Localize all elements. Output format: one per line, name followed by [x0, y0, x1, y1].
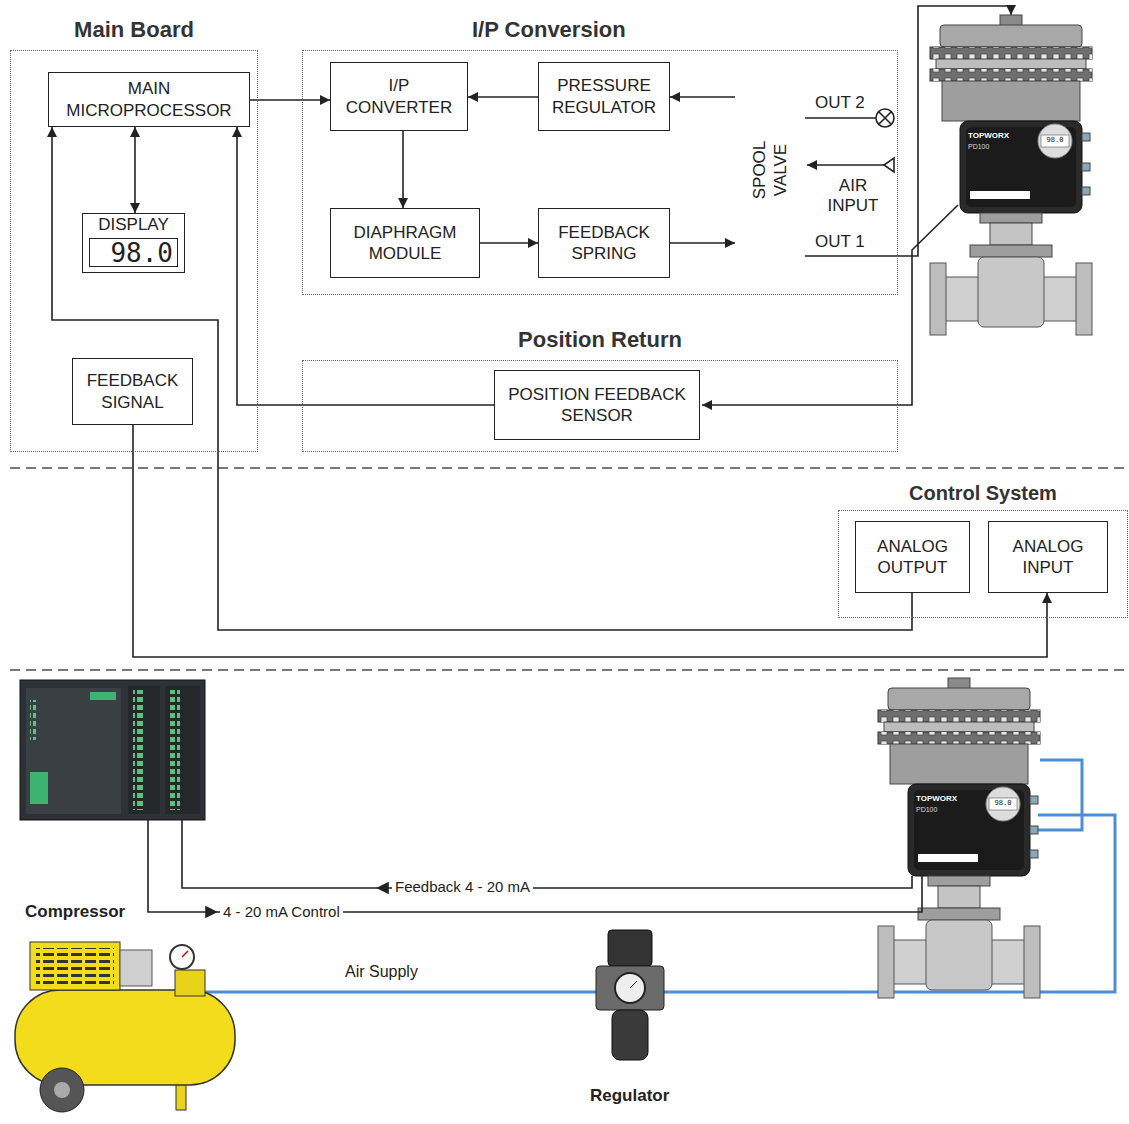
- line-label: Air Supply: [345, 962, 418, 981]
- process-box: FEEDBACK SIGNAL: [72, 358, 193, 425]
- air-compressor: [36, 948, 114, 984]
- section-divider: [10, 467, 1125, 469]
- air-regulator: [615, 973, 645, 1003]
- signal-wires: [148, 820, 922, 912]
- plc-controller: [26, 688, 121, 814]
- plc-controller: [165, 686, 200, 814]
- port-label: OUT 2: [815, 93, 865, 113]
- signal-arrow: [133, 425, 1047, 657]
- box-label: PRESSURE REGULATOR: [543, 75, 665, 118]
- plc-controller: [90, 692, 116, 700]
- process-box: ANALOG OUTPUT: [855, 521, 970, 593]
- region-title: Control System: [838, 478, 1128, 508]
- air-supply-line: [205, 991, 596, 994]
- process-box: DIAPHRAGM MODULE: [330, 208, 480, 278]
- display-box: DISPLAY 98.0: [82, 213, 185, 273]
- process-box: MAIN MICROPROCESSOR: [48, 72, 250, 127]
- air-regulator: [612, 1010, 648, 1060]
- signal-arrow: [250, 99, 330, 101]
- port-label: OUT 1: [815, 232, 865, 252]
- air-regulator: [596, 930, 664, 1060]
- model-label: PD100: [916, 806, 937, 814]
- air-regulator: [630, 981, 637, 988]
- signal-arrow: [670, 96, 735, 98]
- process-box: PRESSURE REGULATOR: [538, 62, 670, 131]
- signal-wires: [182, 820, 912, 888]
- box-label: FEEDBACK SPRING: [543, 222, 665, 265]
- air-compressor: [15, 990, 235, 1085]
- signal-arrow: [237, 127, 494, 405]
- port-lines: [807, 164, 884, 166]
- region-title: Main Board: [10, 15, 258, 45]
- plc-controller: [20, 680, 205, 820]
- air-regulator: [596, 966, 664, 1010]
- box-label: I/P CONVERTER: [335, 75, 463, 118]
- port-lines: [876, 109, 894, 127]
- region-panel: I/P ConversionI/P CONVERTER PRESSURE REGU…: [302, 15, 898, 295]
- display-reading: 98.0: [1041, 136, 1069, 144]
- box-label: SPOOL VALVE: [749, 115, 792, 225]
- model-label: PD100: [968, 143, 989, 151]
- region-title: Position Return: [302, 325, 898, 355]
- equipment-label: Compressor: [25, 902, 125, 922]
- section-divider: [10, 669, 1125, 671]
- port-label: AIR INPUT: [822, 176, 884, 217]
- air-compressor: [120, 950, 152, 986]
- box-label: ANALOG OUTPUT: [860, 536, 965, 579]
- signal-arrow: [402, 131, 404, 208]
- air-compressor: [54, 1082, 70, 1098]
- signal-label: 4 - 20 mA Control: [220, 903, 343, 921]
- signal-label: Feedback 4 - 20 mA: [392, 878, 533, 896]
- display-caption: DISPLAY: [83, 215, 184, 235]
- box-label: MAIN MICROPROCESSOR: [53, 78, 245, 121]
- air-compressor: [182, 951, 188, 957]
- signal-arrow: [52, 127, 912, 630]
- plc-controller: [133, 690, 143, 810]
- air-compressor: [30, 942, 120, 990]
- control-valve: [878, 678, 1040, 998]
- box-label: FEEDBACK SIGNAL: [77, 370, 188, 413]
- port-lines: [805, 117, 876, 119]
- box-label: DIAPHRAGM MODULE: [335, 222, 475, 265]
- brand-label: TOPWORX: [968, 131, 1009, 141]
- plc-controller: [128, 686, 160, 814]
- equipment-label: Regulator: [590, 1086, 669, 1106]
- process-box: ANALOG INPUT: [988, 521, 1108, 593]
- box-label: POSITION FEEDBACK SENSOR: [499, 384, 695, 427]
- port-lines: [879, 112, 891, 124]
- region-panel: Main BoardMAIN MICROPROCESSOR DISPLAY 98.0…: [10, 15, 258, 452]
- lcd-window: 98.0: [89, 238, 178, 267]
- air-compressor: [170, 945, 194, 969]
- region-panel: Control SystemANALOG OUTPUT ANALOG INPUT: [838, 478, 1128, 618]
- port-lines: [884, 158, 894, 172]
- process-box: FEEDBACK SPRING: [538, 208, 670, 278]
- control-valve: [930, 15, 1092, 335]
- port-lines: [702, 205, 958, 405]
- plc-controller: [30, 772, 48, 804]
- air-compressor: [175, 970, 205, 996]
- signal-arrow: [670, 242, 735, 244]
- signal-wires: [206, 907, 216, 917]
- brand-label: TOPWORX: [916, 794, 957, 804]
- plc-controller: [30, 700, 36, 740]
- signal-arrow: [468, 96, 538, 98]
- signal-wires: [378, 883, 388, 893]
- display-reading: 98.0: [110, 240, 173, 266]
- plc-controller: [20, 680, 205, 820]
- display-reading: 98.0: [989, 799, 1017, 807]
- signal-arrow: [480, 242, 538, 244]
- air-regulator: [608, 930, 652, 966]
- process-box: POSITION FEEDBACK SENSOR: [494, 370, 700, 440]
- process-box: I/P CONVERTER: [330, 62, 468, 131]
- plc-controller: [170, 690, 180, 810]
- signal-arrow: [134, 127, 136, 213]
- air-compressor: [40, 1068, 84, 1112]
- region-title: I/P Conversion: [472, 15, 626, 45]
- region-panel: Position ReturnPOSITION FEEDBACK SENSOR: [302, 325, 898, 452]
- air-compressor: [15, 942, 235, 1112]
- air-supply-line: [1038, 760, 1082, 830]
- spool-valve-box: SPOOL VALVE: [735, 62, 805, 278]
- box-label: ANALOG INPUT: [993, 536, 1103, 579]
